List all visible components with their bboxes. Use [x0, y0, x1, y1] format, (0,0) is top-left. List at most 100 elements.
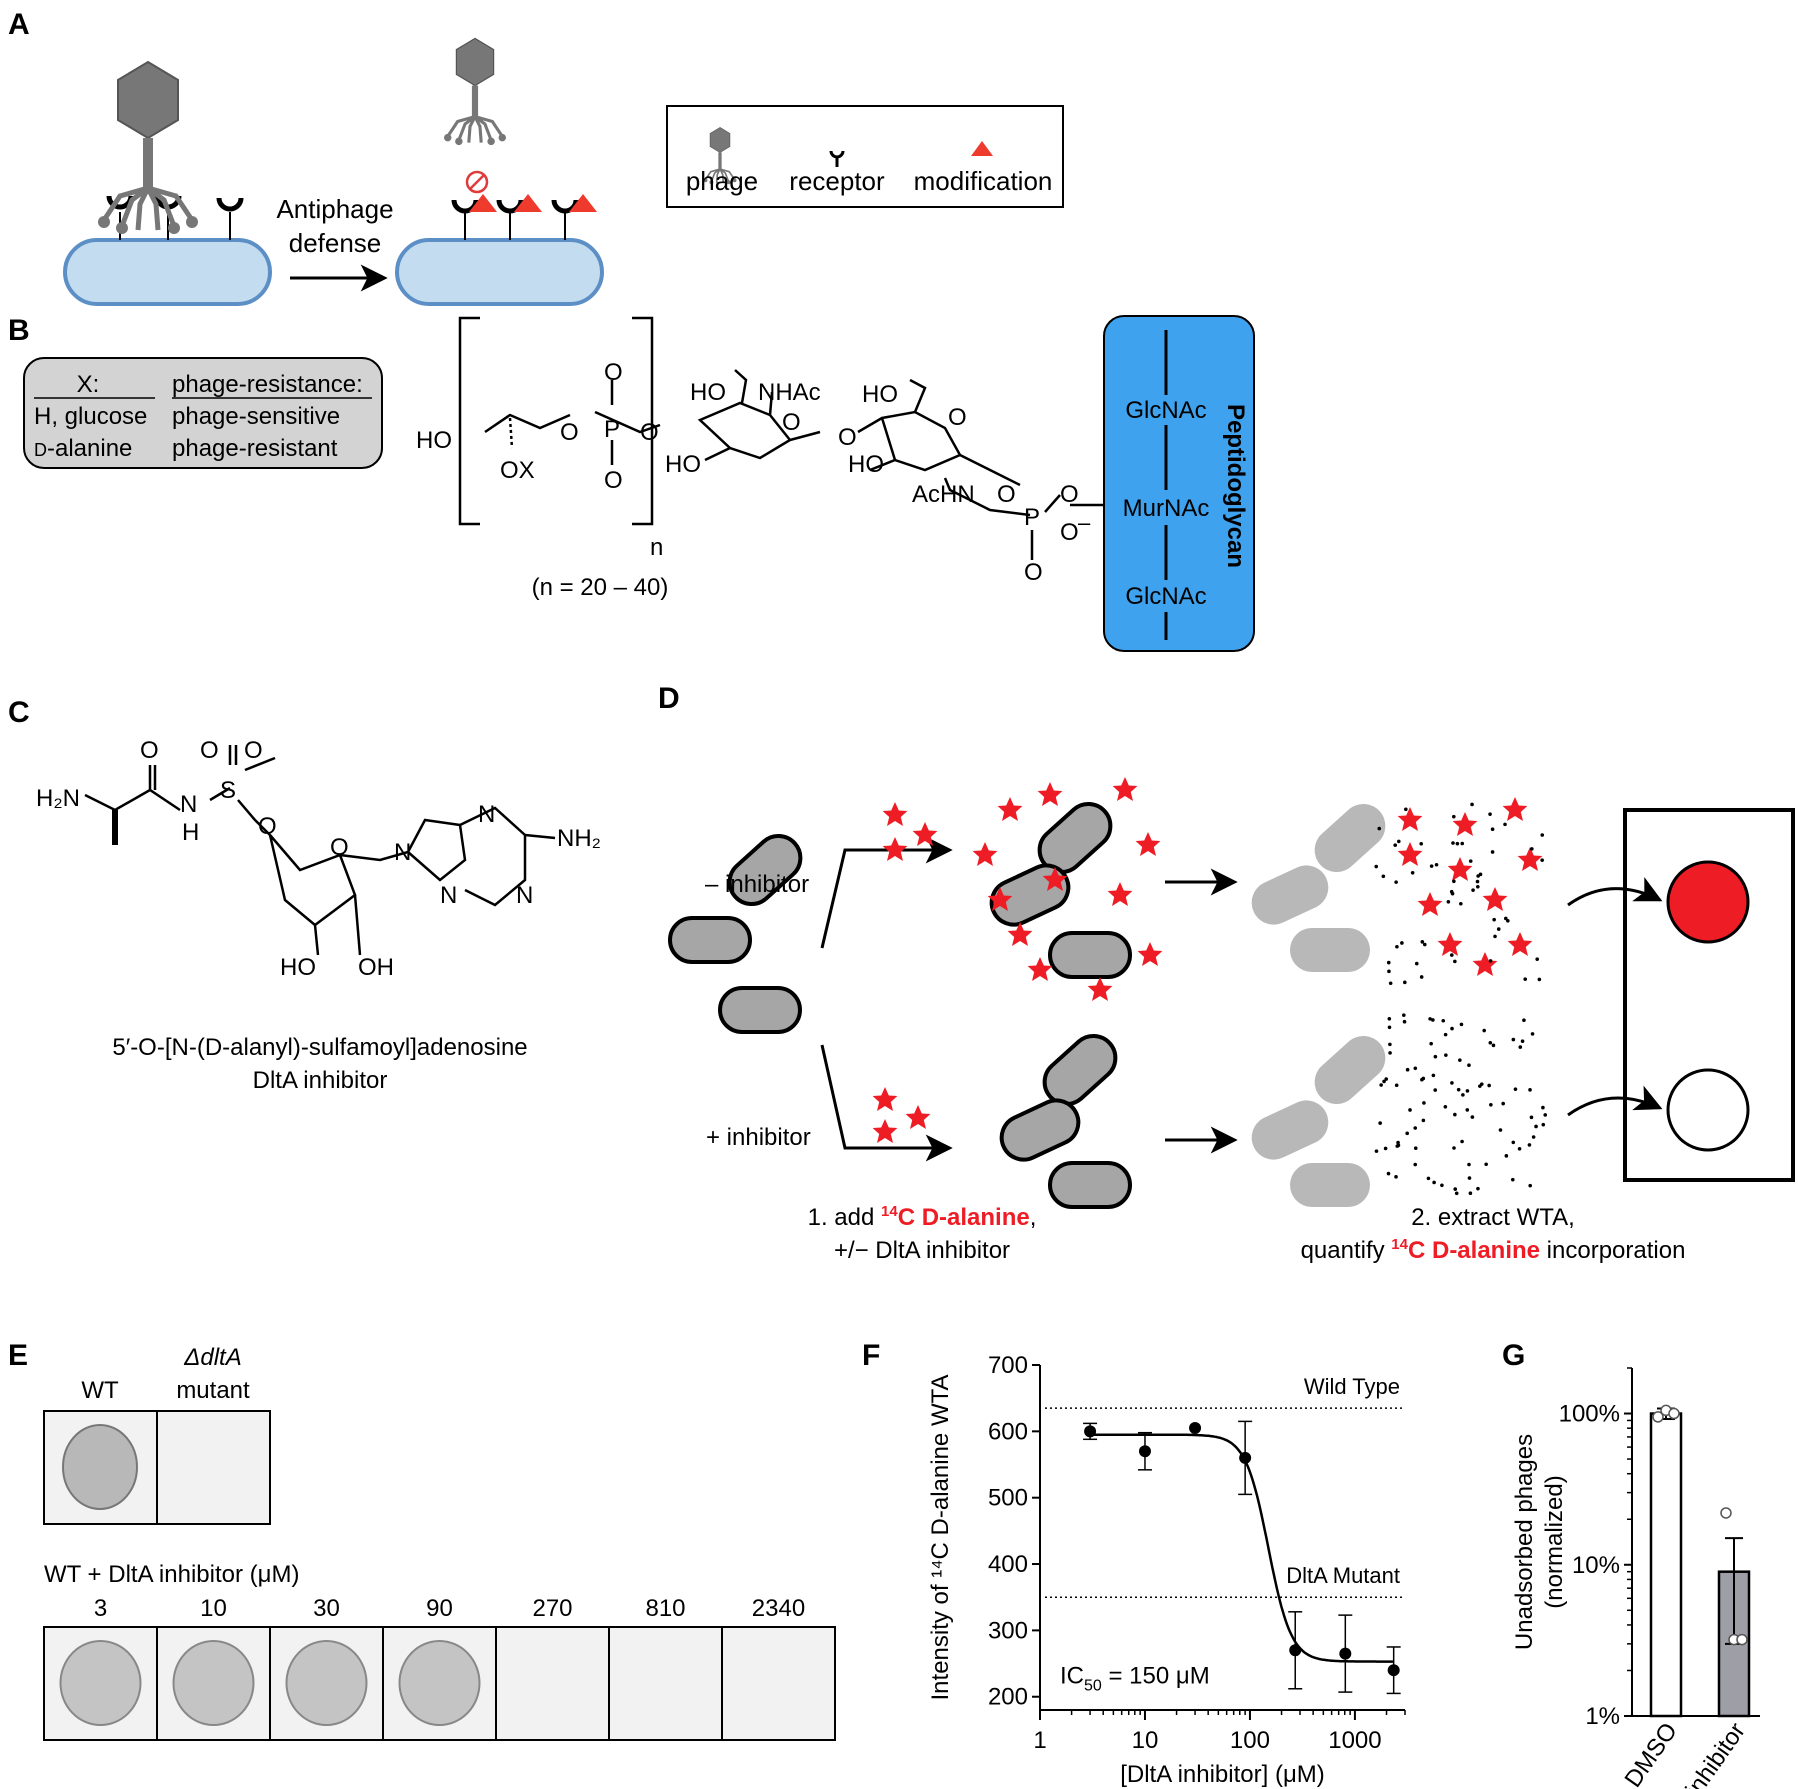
wta-dot	[1523, 977, 1528, 981]
arrow-label-1: Antiphage	[276, 194, 393, 224]
bacterium-right	[395, 36, 604, 306]
added-stars-bottom	[872, 1087, 931, 1143]
wta-dot	[1487, 1083, 1491, 1088]
legend-phage-label: phage	[686, 166, 758, 196]
wta-dot	[1449, 889, 1454, 894]
atom-h-amide: H	[182, 819, 199, 846]
wta-dot	[1498, 1128, 1503, 1132]
plus-inhibitor-label: + inhibitor	[706, 1124, 811, 1151]
wta-dot	[1428, 1017, 1432, 1021]
wta-dot	[1531, 1135, 1536, 1139]
wta-dot	[1488, 959, 1493, 963]
wta-dot	[1402, 1019, 1407, 1024]
table-row-1-x: H, glucose	[34, 403, 147, 430]
added-stars-top	[882, 802, 938, 861]
y-tick-label: 1%	[1585, 1703, 1620, 1730]
wta-dot	[1458, 1058, 1462, 1062]
atom-ox: OX	[500, 457, 535, 484]
y-axis-label: Intensity of ¹⁴C D-alanine WTA	[927, 1375, 954, 1701]
wta-dot	[1426, 1176, 1431, 1181]
bar	[1649, 1412, 1683, 1718]
atom-h2n: H₂N	[36, 785, 80, 812]
wta-dot	[1402, 1013, 1406, 1017]
y-tick-label: 100%	[1559, 1401, 1620, 1428]
wta-dot	[1394, 880, 1398, 884]
plaque	[285, 1640, 368, 1726]
wt-plaque	[62, 1424, 138, 1510]
wta-dot	[1421, 1076, 1426, 1081]
wta-dot	[1377, 826, 1382, 831]
atom-o-7: O	[1060, 481, 1079, 508]
wta-dot	[1471, 888, 1475, 892]
wta-dot	[1452, 1146, 1456, 1150]
panel-label-c: C	[8, 696, 30, 729]
atom-o-ring: O	[330, 834, 349, 861]
replicate-point	[1668, 1407, 1680, 1420]
y-tick-label: 10%	[1572, 1552, 1620, 1579]
panel-label-d: D	[658, 682, 680, 715]
wta-dot	[1467, 1063, 1471, 1068]
repeat-range: (n = 20 – 40)	[532, 574, 669, 601]
atom-ho-3: HO	[665, 451, 701, 478]
wta-dot	[1419, 975, 1424, 979]
wta-dot	[1408, 1108, 1412, 1112]
wta-dot	[1413, 1066, 1418, 1071]
wta-dot	[1470, 802, 1474, 807]
wta-dot	[1420, 940, 1425, 944]
data-point	[1339, 1647, 1352, 1660]
wta-dot	[1479, 1082, 1484, 1086]
wta-dot	[1374, 1149, 1379, 1153]
extracted-wta-labeled	[1374, 797, 1545, 986]
wta-dot	[1467, 1162, 1471, 1167]
atom-o-ring-2: O	[948, 404, 967, 431]
atom-n-3: N	[440, 882, 457, 909]
wta-dot	[1511, 1140, 1516, 1145]
atom-o-ring-1: O	[782, 409, 801, 436]
wta-dot	[1475, 879, 1480, 884]
x-tick-label: 100	[1230, 1727, 1270, 1754]
wta-dot	[1460, 1139, 1464, 1144]
lysed-cells-top	[1244, 794, 1395, 972]
atom-o-2: O	[604, 359, 623, 386]
category-label: DMSO	[1620, 1718, 1683, 1789]
wta-dot	[1529, 1115, 1534, 1120]
concentration-label: 2340	[752, 1595, 805, 1622]
wta-dot	[1400, 941, 1404, 945]
concentration-label: 3	[94, 1595, 107, 1622]
wta-dot	[1414, 961, 1419, 966]
wta-dot	[1388, 981, 1393, 986]
data-point	[1084, 1425, 1097, 1438]
wta-dot	[1455, 841, 1460, 846]
wta-dot	[1452, 814, 1456, 819]
wta-dot	[1374, 864, 1379, 869]
lysed-cells-bottom	[1244, 1026, 1395, 1207]
atom-o-s2: O	[244, 737, 263, 764]
glcnac-bottom: GlcNAc	[1125, 583, 1206, 610]
atom-ho-4: HO	[862, 381, 898, 408]
wta-dot	[1384, 1077, 1389, 1081]
wta-dot	[1489, 1102, 1493, 1107]
atom-o-1: O	[560, 419, 579, 446]
atom-n-amide: N	[180, 791, 197, 818]
wta-dot	[1476, 1186, 1480, 1191]
wta-dot	[1410, 871, 1415, 875]
bacterium-left	[63, 62, 272, 306]
wta-dot	[1490, 827, 1495, 832]
wta-dot	[1488, 812, 1492, 816]
wta-dot	[1453, 1187, 1458, 1191]
plaque	[398, 1640, 481, 1726]
wta-dot	[1429, 1041, 1433, 1046]
atom-o-8: O	[1060, 519, 1079, 546]
wta-dot	[1528, 1088, 1532, 1092]
wta-dot	[1482, 1028, 1487, 1033]
wta-dot	[1452, 879, 1456, 884]
wta-dot	[1383, 1146, 1388, 1151]
wta-dot	[1433, 1054, 1438, 1059]
concentration-label: 30	[313, 1595, 340, 1622]
replicate-point	[1720, 1507, 1732, 1519]
wta-dot	[1468, 1191, 1473, 1195]
atom-o-s1: O	[200, 737, 219, 764]
panel-label-g: G	[1502, 1339, 1525, 1372]
wta-dot	[1465, 1089, 1470, 1093]
